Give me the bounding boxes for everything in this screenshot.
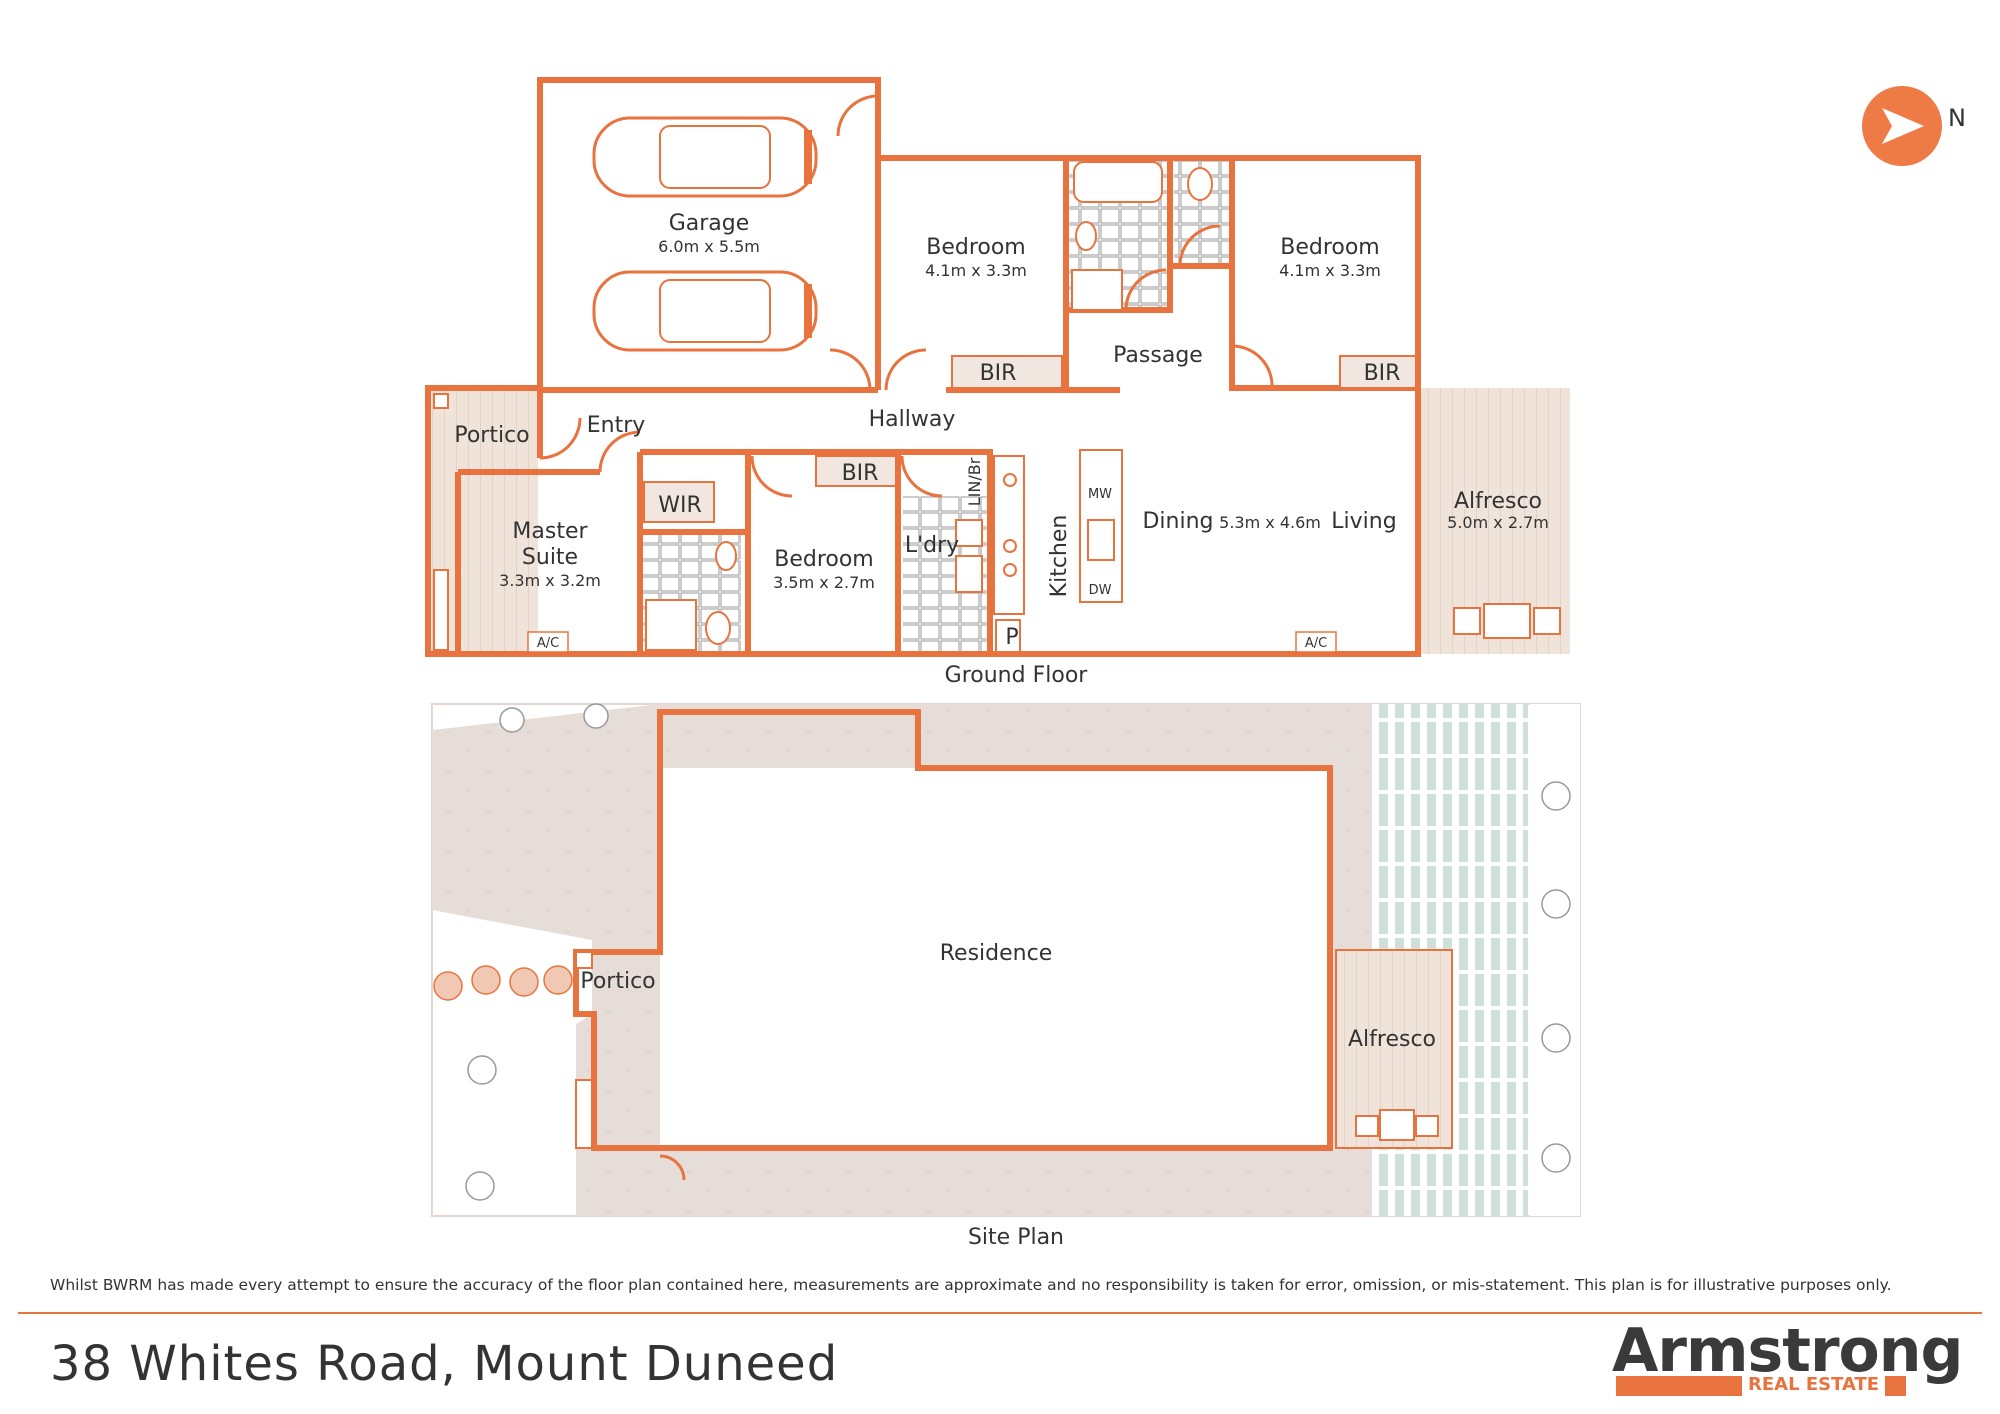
site-portico-label: Portico [580, 969, 655, 994]
entry-label: Entry [587, 413, 646, 438]
portico-label: Portico [454, 423, 529, 448]
living-dims: 5.3m x 4.6m [1219, 513, 1321, 532]
ground-floor-caption: Ground Floor [945, 663, 1089, 688]
hallway-label: Hallway [869, 407, 956, 432]
toilet-icon [1187, 167, 1213, 201]
compass-north-label: N [1948, 104, 1966, 132]
garage-dims: 6.0m x 5.5m [658, 237, 760, 256]
stepping-stones [433, 965, 573, 1001]
bedroom-3-label: Bedroom [774, 547, 874, 572]
bedroom-2-dims: 4.1m x 3.3m [1279, 261, 1381, 280]
door-swing [539, 417, 582, 460]
logo-wordmark: Armstrong [1612, 1316, 1963, 1386]
door-swing [750, 455, 793, 498]
shrub-icon [465, 703, 1571, 1201]
bir-label-2: BIR [1364, 361, 1401, 386]
kitchen-label: Kitchen [1047, 515, 1072, 598]
door-swing [884, 348, 927, 391]
door-swing [836, 94, 879, 137]
ac-label-1: A/C [537, 636, 559, 651]
master-label-2: Suite [522, 545, 578, 570]
door-swing [1231, 344, 1274, 389]
ensuite-shower-icon [645, 599, 697, 651]
bir-label-3: BIR [842, 461, 879, 486]
wir-label: WIR [658, 493, 702, 518]
site-plan: Residence Portico Alfresco Site Plan [431, 703, 1581, 1250]
bath-icon [1073, 161, 1163, 203]
laundry-label: L'dry [905, 533, 959, 558]
alfresco-dims: 5.0m x 2.7m [1447, 513, 1549, 532]
residence-label: Residence [940, 941, 1052, 966]
rear-paving [660, 1148, 1372, 1216]
door-swing [829, 348, 872, 391]
master-label-1: Master [512, 519, 588, 544]
compass-icon [1862, 86, 1942, 166]
bedroom-2-label: Bedroom [1280, 235, 1380, 260]
outer-walls [425, 77, 1421, 657]
passage-label: Passage [1113, 343, 1203, 368]
site-alfresco-label: Alfresco [1348, 1027, 1436, 1052]
ensuite-basin-icon [715, 541, 737, 571]
basin-icon [1075, 221, 1097, 251]
brand-logo: Armstrong REAL ESTATE [1612, 1318, 1963, 1398]
lin-br-label: LIN/Br [965, 457, 984, 506]
bedroom-1-dims: 4.1m x 3.3m [925, 261, 1027, 280]
garage-label: Garage [669, 211, 750, 236]
ground-floor: Garage 6.0m x 5.5m Bedroom 4.1m x 3.3m B… [425, 77, 1570, 688]
shower-icon [1071, 269, 1123, 311]
divider [18, 1312, 1982, 1314]
master-dims: 3.3m x 3.2m [499, 571, 601, 590]
dining-label: Dining [1142, 509, 1213, 534]
car-icon [592, 270, 818, 352]
front-paving [432, 704, 660, 1216]
door-swing [900, 455, 943, 498]
ensuite-toilet-icon [705, 611, 731, 645]
pantry-label: P [1005, 625, 1018, 650]
disclaimer-text: Whilst BWRM has made every attempt to en… [50, 1276, 1892, 1294]
bedroom-3-dims: 3.5m x 2.7m [773, 573, 875, 592]
property-address: 38 Whites Road, Mount Duneed [50, 1336, 839, 1392]
laundry-trough-icon [955, 519, 983, 547]
ac-label-2: A/C [1305, 636, 1327, 651]
door-swing [598, 430, 641, 473]
dw-label: DW [1089, 583, 1112, 598]
logo-tagline: REAL ESTATE [1742, 1374, 1886, 1396]
mw-label: MW [1088, 487, 1112, 502]
residence-footprint [573, 709, 1333, 1151]
garden-bed [1530, 704, 1580, 1216]
bir-label-1: BIR [980, 361, 1017, 386]
door-swing [1178, 224, 1221, 267]
car-icon [592, 116, 818, 198]
alfresco-label: Alfresco [1454, 489, 1542, 514]
living-label: Living [1331, 509, 1396, 534]
washer-icon [955, 555, 983, 593]
site-plan-caption: Site Plan [968, 1225, 1064, 1250]
bedroom-1-label: Bedroom [926, 235, 1026, 260]
door-swing [1124, 268, 1167, 311]
